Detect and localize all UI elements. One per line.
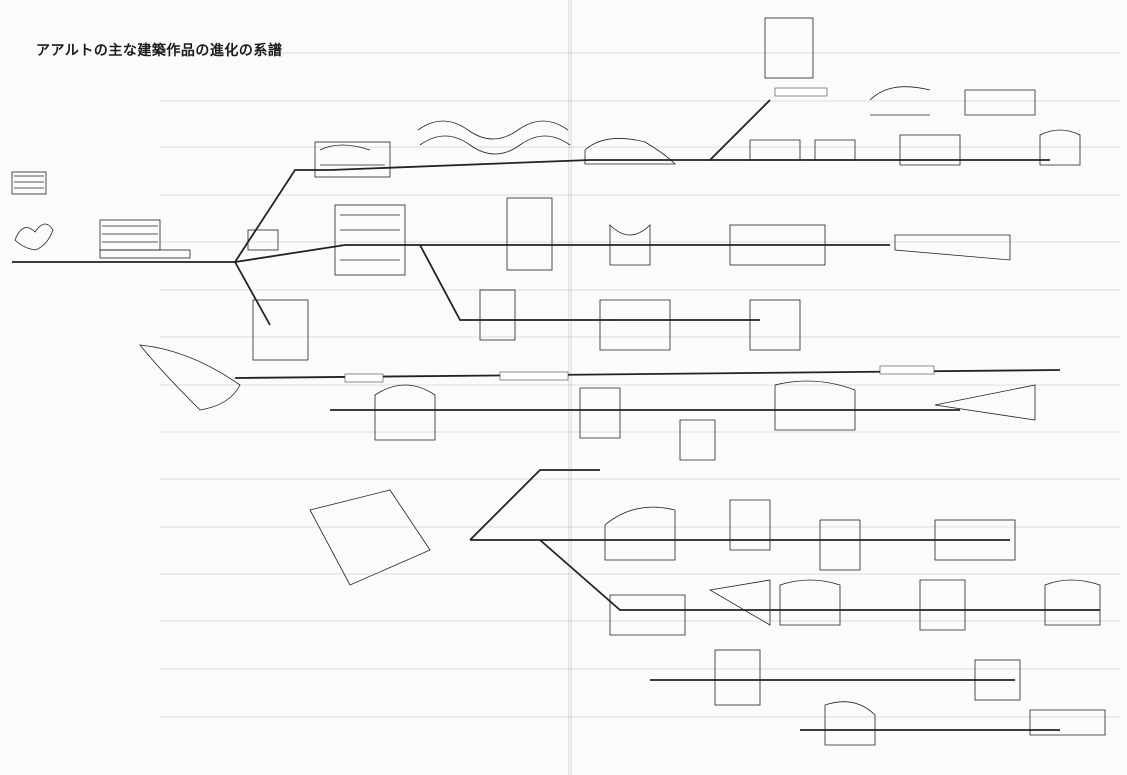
figure-caption	[8, 495, 158, 765]
diagram-title: アアルトの主な建築作品の進化の系譜	[36, 43, 283, 59]
label-boxes	[344, 87, 935, 383]
connector-lines	[12, 99, 1100, 731]
building-plans	[11, 17, 1106, 746]
book-gutter	[568, 0, 572, 775]
